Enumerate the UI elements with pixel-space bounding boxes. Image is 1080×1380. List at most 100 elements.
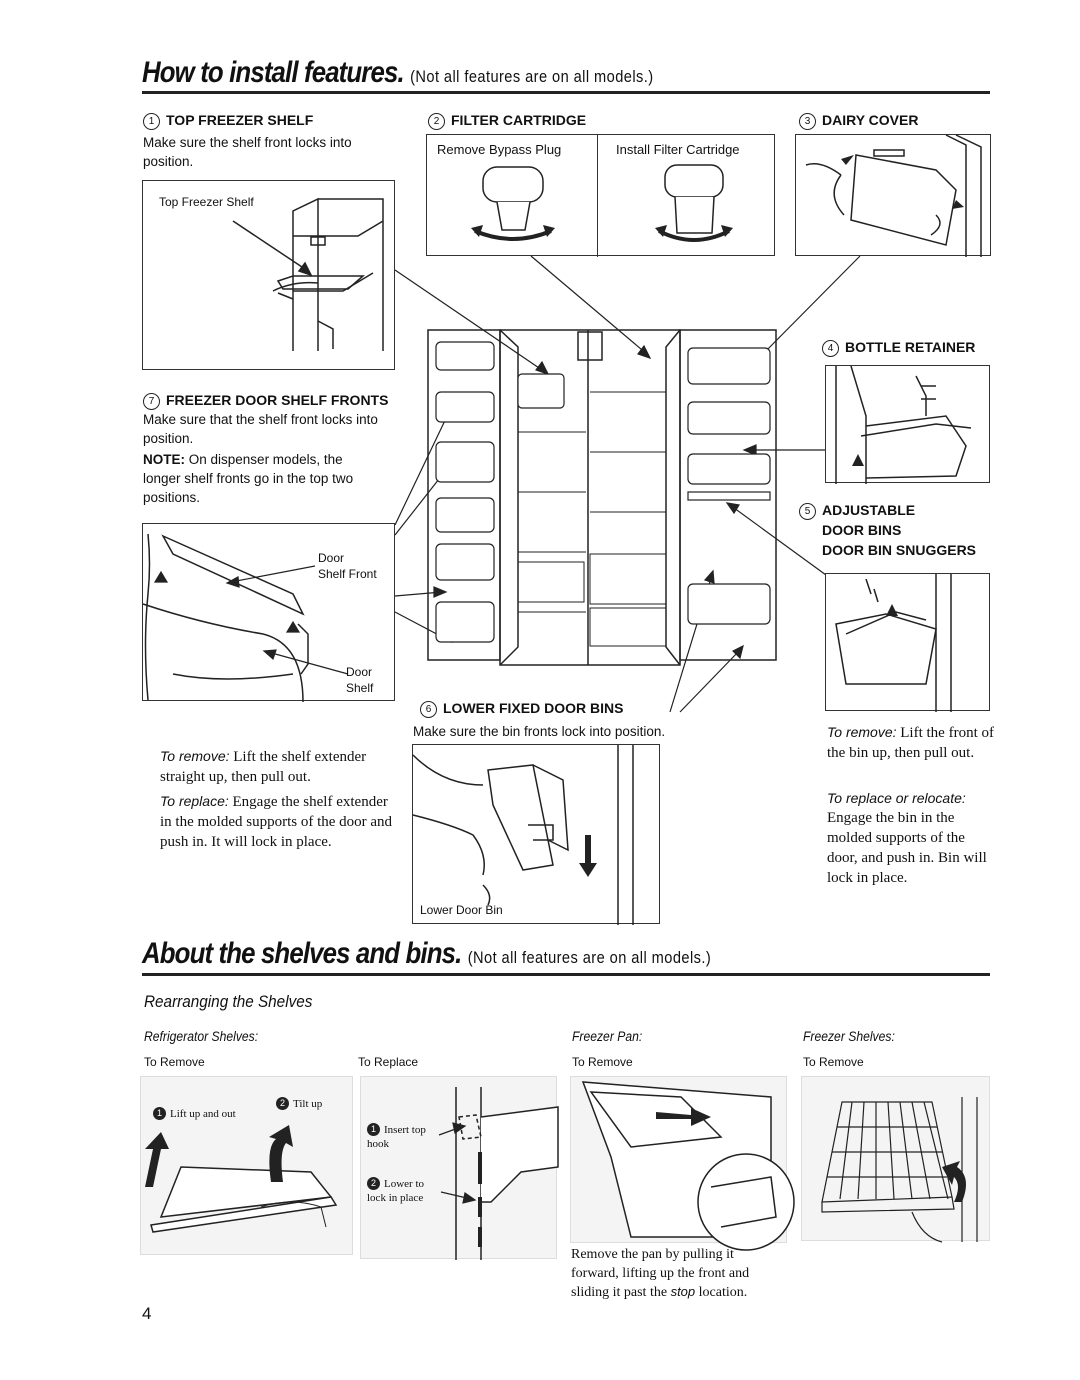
title-text: How to install features. [142,56,405,89]
freezer-door-text: Make sure that the shelf front locks int… [143,412,378,446]
lower-door-bin-figure: Lower Door Bin [412,744,660,925]
step-number: 2 [428,113,445,130]
remove-label: To remove: [160,748,230,764]
lower-door-bin-illustration [412,745,634,925]
freezer-door-figure: Door Shelf Front Door Shelf [142,523,395,703]
filter-cartridge-figure: Remove Bypass Plug Install Filter Cartri… [426,134,775,257]
title-text: About the shelves and bins. [142,937,462,970]
freezer-door-illustration [142,533,349,703]
section-subtitle: (Not all features are on all models.) [410,67,654,86]
door-shelf-label: Door Shelf [346,664,373,696]
lower-door-bin-label: Lower Door Bin [420,903,503,917]
dairy-cover-illustration [805,134,982,257]
freezer-shelves-heading: Freezer Shelves: [803,1029,895,1044]
filter-divider [597,135,598,257]
caption-text: Remove the pan by pulling it forward, li… [571,1247,750,1300]
note-text: On dispenser models, the longer shelf fr… [143,452,354,505]
lower-fixed-heading: 6 LOWER FIXED DOOR BINS [420,700,623,718]
dairy-cover-heading: 3 DAIRY COVER [799,112,918,130]
step-number: 3 [799,113,816,130]
step2-label: 2 Tilt up [276,1097,322,1111]
bottle-retainer-illustration [835,365,972,484]
heading-text: LOWER FIXED DOOR BINS [443,700,624,716]
remove-label: To remove: [827,724,897,740]
remove-text: Lift the shelf extender straight up, the… [160,749,367,785]
replace-label: To replace: [160,793,229,809]
freezer-shelves-illustration [821,1097,978,1243]
step-bullet: 1 [153,1107,166,1120]
caption-text-end: location. [698,1285,748,1300]
top-freezer-shelf-text: Make sure the shelf front locks into pos… [143,135,352,169]
caption-stop: stop [670,1284,696,1299]
freezer-door-heading: 7 FREEZER DOOR SHELF FRONTS [143,392,388,410]
step-number: 1 [143,113,160,130]
heading-text: FILTER CARTRIDGE [451,112,587,128]
refrigerator-shelves-heading: Refrigerator Shelves: [144,1029,259,1044]
section-rule [142,91,990,94]
freezer-pan-heading: Freezer Pan: [572,1029,643,1044]
step-bullet: 2 [367,1177,380,1190]
freezer-pan-to-remove: To Remove [572,1055,633,1069]
adjustable-door-bin-figure [825,573,990,712]
lower-fixed-text: Make sure the bin fronts lock into posit… [413,724,666,739]
replace-text: Engage the shelf extender in the molded … [160,794,393,850]
heading-text: ADJUSTABLE [822,502,916,518]
freezer-pan-caption: Remove the pan by pulling it forward, li… [571,1246,781,1303]
step-number: 4 [822,340,839,357]
freezer-pan-illustration [581,1081,795,1251]
step-number: 6 [420,701,437,718]
freezer-door-note: NOTE: On dispenser models, the longer sh… [143,450,381,507]
step-text: Insert top hook [367,1124,426,1150]
step-bullet: 2 [276,1097,289,1110]
heading-line2: DOOR BINS [822,522,902,538]
to-remove-label: To Remove [144,1055,205,1069]
freezer-shelves-to-remove: To Remove [803,1055,864,1069]
install-filter-cartridge-label: Install Filter Cartridge [616,142,740,157]
section-title-shelves: About the shelves and bins. (Not all fea… [142,937,711,971]
adjustable-replace-text: Engage the bin in the molded supports of… [827,810,987,886]
section-subtitle: (Not all features are on all models.) [467,948,712,967]
bottle-retainer-figure [825,365,990,484]
step-text: Lower to lock in place [367,1178,425,1204]
label-line1: Door [318,551,345,565]
refrigerator-illustration [427,329,777,666]
step-number: 5 [799,503,816,520]
freezer-shelves-figure [801,1076,990,1243]
adjustable-line1: 5 ADJUSTABLE [799,500,976,520]
note-label: NOTE: [143,452,185,467]
step-number: 7 [143,393,160,410]
to-replace-label: To Replace [358,1055,419,1069]
section-title-install: How to install features. (Not all featur… [142,56,654,90]
heading-line3: DOOR BIN SNUGGERS [822,542,977,558]
shelf-remove-figure: 1 Lift up and out 2 Tilt up [140,1076,353,1255]
top-freezer-shelf-figure: Top Freezer Shelf [142,180,395,370]
label-line1: Door [346,665,373,679]
step-text: Tilt up [293,1098,323,1110]
adjustable-remove-text: To remove: Lift the front of the bin up,… [827,722,997,763]
label-line2: Shelf [346,681,374,695]
heading-text: TOP FREEZER SHELF [166,112,314,128]
step1-label: 1 Lift up and out [153,1107,236,1121]
top-freezer-shelf-heading: 1 TOP FREEZER SHELF [143,112,313,130]
filter-cartridge-heading: 2 FILTER CARTRIDGE [428,112,586,130]
step-text: Lift up and out [170,1108,236,1120]
adjustable-replace-label: To replace or relocate: [827,790,966,806]
rearranging-subheading: Rearranging the Shelves [144,992,313,1011]
figure-label: Top Freezer Shelf [159,195,254,209]
adjustable-bin-illustration [835,574,952,712]
remove-bypass-plug-label: Remove Bypass Plug [437,142,562,157]
shelf-replace-illustration [438,1087,559,1260]
page-number: 4 [142,1304,152,1323]
freezer-door-replace: To replace: Engage the shelf extender in… [160,791,400,852]
top-freezer-shelf-illustration [232,197,384,351]
door-shelf-front-label: Door Shelf Front [318,550,377,582]
filter-illustration [471,164,733,242]
dairy-cover-figure [795,134,991,257]
heading-text: DAIRY COVER [822,112,919,128]
heading-text: FREEZER DOOR SHELF FRONTS [166,392,389,408]
section-rule [142,973,990,976]
